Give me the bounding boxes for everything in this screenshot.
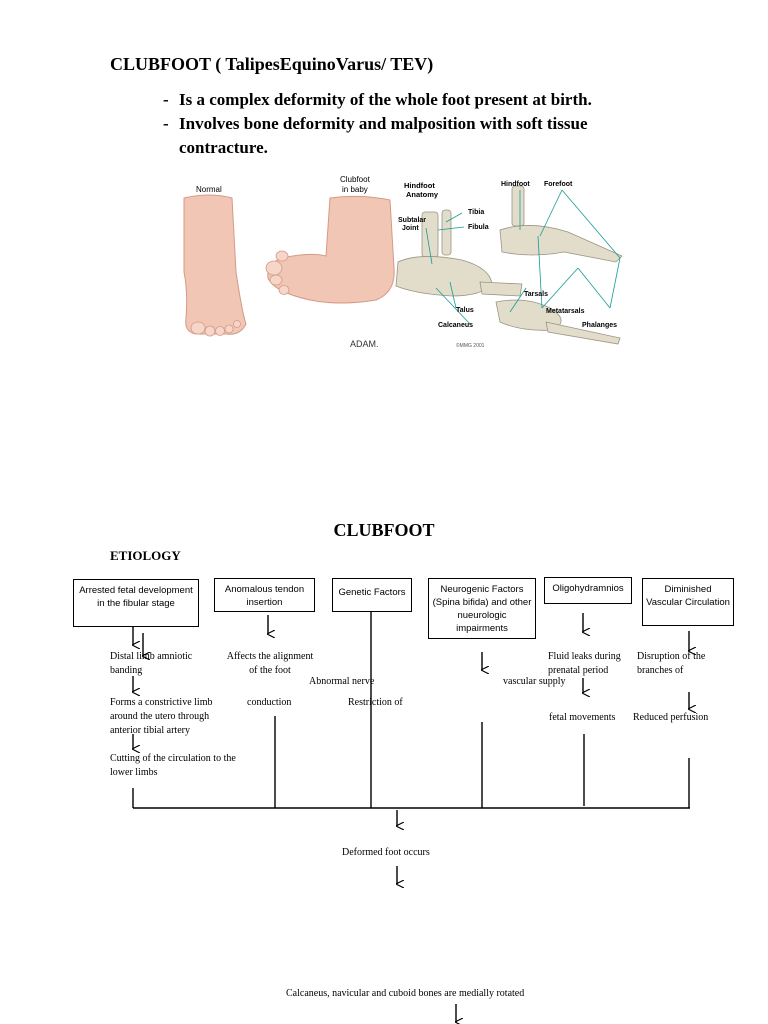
label-hindfoot: Hindfoot — [501, 181, 530, 188]
cause-box-tendon-insertion: Anomalous tendon insertion — [214, 578, 315, 612]
label-calcaneus: Calcaneus — [438, 322, 473, 329]
bullet-dash: - — [163, 114, 169, 133]
bullet-dash: - — [163, 90, 169, 109]
note-restriction: Restriction of — [348, 697, 403, 708]
label-clubfoot-1: Clubfoot — [340, 175, 371, 184]
note-disruption: Disruption of the branches of — [637, 651, 706, 676]
note-reduced-perfusion: Reduced perfusion — [633, 712, 709, 723]
label-tibia: Tibia — [468, 209, 484, 216]
section-title: CLUBFOOT — [333, 520, 435, 540]
bullet-text: Is a complex deformity of the whole foot… — [179, 90, 592, 109]
label-phalanges: Phalanges — [582, 322, 617, 329]
bullet-text: Involves bone deformity and malposition … — [179, 114, 588, 157]
cause-box-oligohydramnios: Oligohydramnios — [544, 577, 632, 604]
etiology-heading: ETIOLOGY — [110, 548, 181, 563]
cause-box-arrested-development: Arrested fetal development in the fibula… — [73, 579, 199, 627]
note-abnormal-nerve: Abnormal nerve — [309, 676, 375, 687]
label-tarsals: Tarsals — [524, 291, 548, 298]
label-hindfoot-anatomy-1: Hindfoot — [404, 181, 435, 190]
note-constrictive-limb: Forms a constrictive limb around the ute… — [110, 697, 213, 736]
copyright-note: ©MMG 2001 — [456, 342, 485, 349]
label-subtalar-2: Joint — [402, 225, 419, 232]
clubfoot-anatomy-figure: Normal Clubfoot in baby Hindfoot Ana — [183, 175, 623, 349]
note-fetal-movements: fetal movements — [549, 712, 616, 723]
page-title: CLUBFOOT ( TalipesEquinoVarus/ TEV) — [110, 54, 434, 74]
label-fibula: Fibula — [468, 224, 489, 231]
note-cutting-circulation: Cutting of the circulation to the lower … — [110, 753, 236, 778]
label-forefoot: Forefoot — [544, 181, 573, 188]
leader-lines — [425, 189, 621, 325]
note-fluid-leaks: Fluid leaks during prenatal period — [548, 651, 621, 676]
normal-foot-illustration — [183, 194, 247, 337]
outcome-bones-rotated: Calcaneus, navicular and cuboid bones ar… — [286, 988, 525, 999]
clubfoot-illustration — [265, 195, 395, 304]
label-hindfoot-anatomy-2: Anatomy — [406, 190, 439, 199]
note-conduction: conduction — [247, 697, 292, 708]
note-distal-limb: Distal limb amniotic banding — [110, 651, 193, 676]
cause-box-vascular-circulation: Diminished Vascular Circulation — [642, 578, 734, 626]
foot-bones-illustration — [395, 185, 623, 345]
label-subtalar-1: Subtalar — [398, 217, 426, 224]
label-talus: Talus — [456, 307, 474, 314]
note-vascular-supply: vascular supply — [503, 676, 566, 687]
label-clubfoot-2: in baby — [342, 185, 368, 194]
cause-box-genetic-factors: Genetic Factors — [332, 578, 412, 612]
outcome-deformed-foot: Deformed foot occurs — [342, 847, 430, 858]
note-affects-alignment: Affects the alignment of the foot — [226, 651, 314, 676]
label-metatarsals: Metatarsals — [546, 308, 585, 315]
adam-logo: ADAM. — [350, 339, 379, 349]
label-normal: Normal — [196, 185, 222, 194]
cause-box-neurogenic-factors: Neurogenic Factors (Spina bifida) and ot… — [428, 578, 536, 639]
